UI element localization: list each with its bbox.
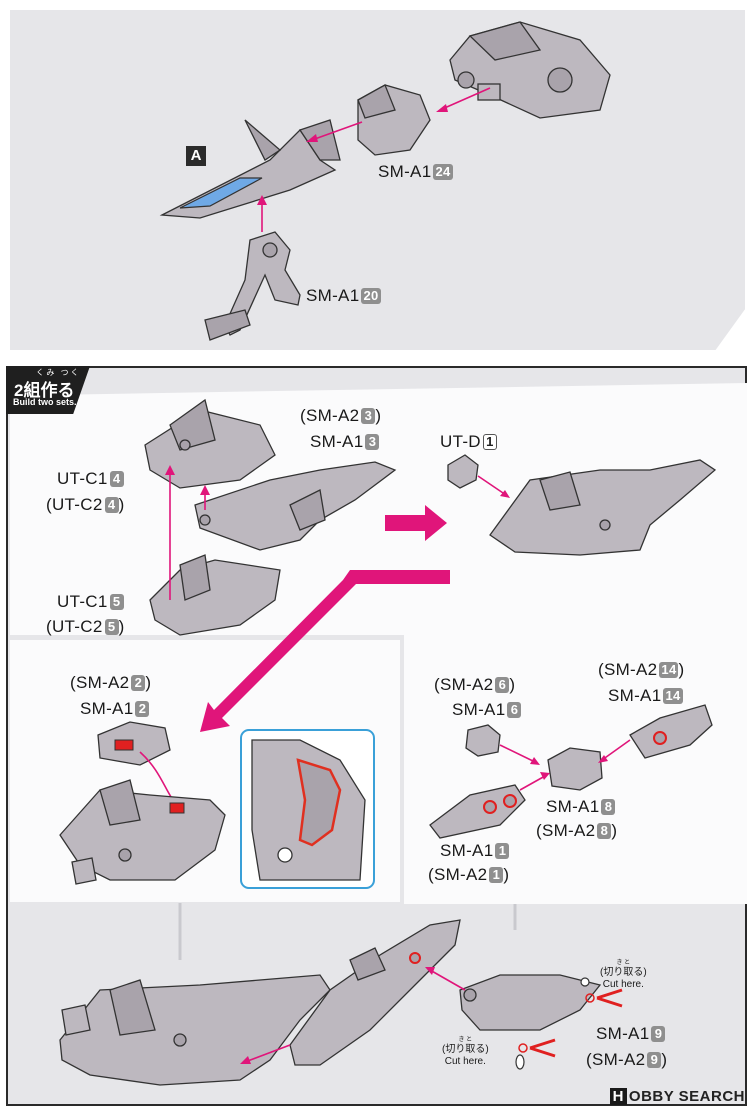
cut-nub-2 [580,977,590,987]
fin-part-9 [459,974,602,1031]
joint-block-8 [547,747,603,791]
pod-part-1 [429,784,526,839]
big-arrow-right [385,505,447,541]
fighter-part-A [159,119,341,219]
blaster-body [449,21,611,119]
arrow-top-2 [311,121,363,141]
arrow-s4-a [244,1044,291,1063]
step-badge: くみ つく 2組作る Build two sets. [6,366,90,414]
ut-c-part-4 [144,398,276,489]
stand-part-20 [204,231,301,341]
ut-c-part-5 [149,554,281,636]
final-wing [59,974,331,1086]
cutter-icon-2 [518,1038,556,1058]
cut-note-2: き と (切り取る) Cut here. [442,1037,489,1067]
cut-note-1: き と (切り取る) Cut here. [600,960,647,990]
big-arrow-diagonal [200,570,450,732]
clip-part-2 [97,721,171,766]
pod-part-14 [629,704,713,759]
arrow-s3-a [499,744,536,763]
ut-d-knob [447,454,479,489]
connector-block-24 [357,84,431,156]
arrow-s3-b [601,739,631,761]
assembled-wing [489,459,717,556]
step-ruby: くみ つく [36,368,81,377]
detail-inset [240,729,375,889]
arrow-s4-b [429,969,466,991]
cutter-icon-1 [585,988,623,1008]
base-wing-s2 [59,779,226,885]
arrow-s3-c [519,775,546,791]
cut-nub [515,1054,525,1070]
part-marker-A: A [186,146,206,166]
arrow-s1-c [477,475,507,496]
step-title: 2組作る [14,381,75,400]
final-pod-assembly [289,919,461,1066]
arrow-top-1 [439,87,491,111]
step-english: Build two sets. [13,397,77,407]
wing-part-3 [194,461,397,551]
peg-part-6 [465,724,501,757]
